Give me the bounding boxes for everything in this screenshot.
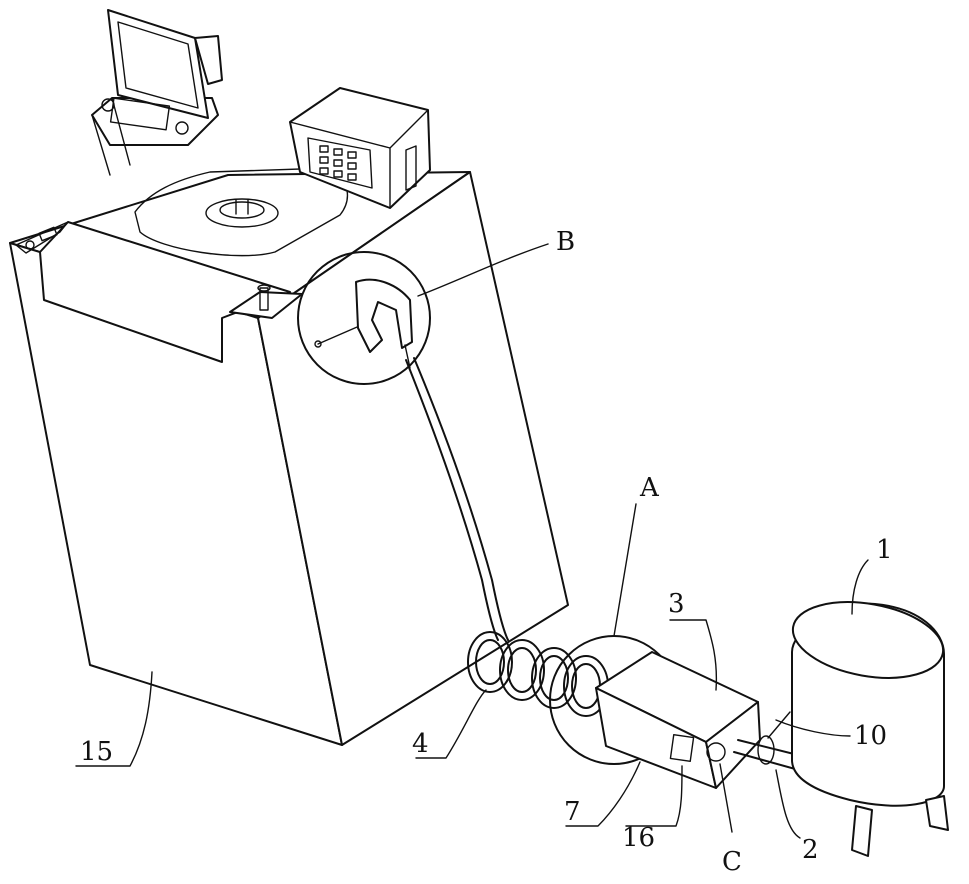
leader-a (614, 504, 636, 636)
label-c: C (722, 847, 742, 877)
tank-leg-right (926, 796, 948, 830)
label-1: 1 (876, 535, 893, 565)
cabinet (10, 10, 568, 745)
label-a: A (639, 473, 660, 503)
label-2: 2 (802, 835, 819, 865)
leader-2 (776, 770, 800, 838)
valve-handle (768, 712, 790, 738)
label-3: 3 (668, 589, 685, 619)
label-7: 7 (564, 797, 581, 827)
label-10: 10 (854, 721, 887, 751)
label-4: 4 (412, 729, 429, 759)
label-b: B (556, 227, 575, 257)
box (596, 652, 760, 788)
label-16: 16 (622, 823, 655, 853)
valve-body (758, 736, 774, 764)
label-15: 15 (80, 737, 113, 767)
tank-leg-left (852, 806, 872, 856)
